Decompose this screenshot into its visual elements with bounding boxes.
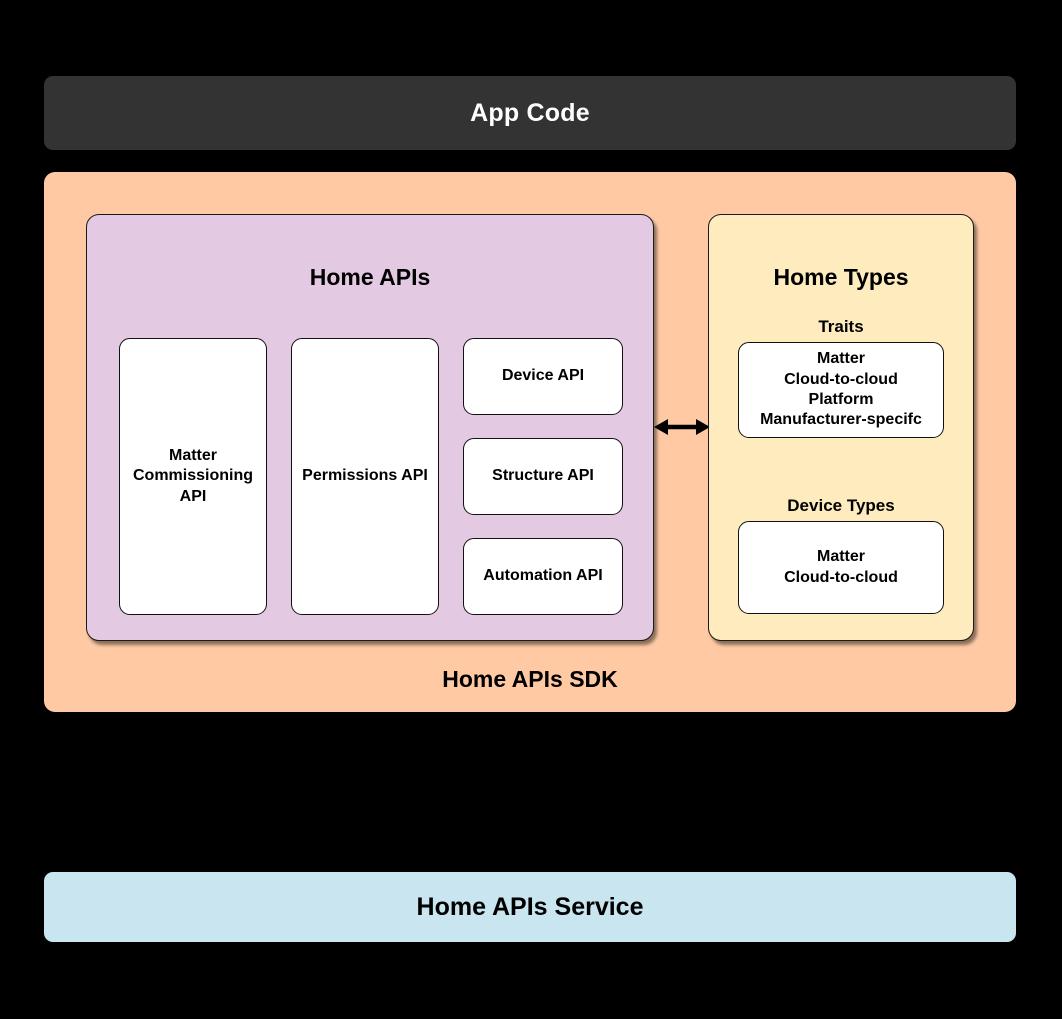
traits-heading: Traits xyxy=(818,317,864,336)
box-permissions-api: Permissions API xyxy=(291,338,439,615)
home-apis-panel: Home APIs Matter Commissioning API Permi… xyxy=(86,214,654,641)
device-types-heading: Device Types xyxy=(787,496,895,515)
box-structure-api-label: Structure API xyxy=(492,467,594,485)
box-device-api: Device API xyxy=(463,338,623,415)
box-traits: Matter Cloud-to-cloud Platform Manufactu… xyxy=(738,342,944,438)
home-apis-title: Home APIs xyxy=(309,264,431,290)
app-code-block: App Code xyxy=(44,76,1016,150)
box-device-types: Matter Cloud-to-cloud xyxy=(738,521,944,614)
app-code-label: App Code xyxy=(470,98,590,127)
box-automation-api-label: Automation API xyxy=(483,567,603,585)
home-apis-service-block: Home APIs Service xyxy=(44,872,1016,942)
box-device-api-label: Device API xyxy=(501,367,585,385)
double-headed-arrow-icon xyxy=(654,419,710,435)
home-apis-sdk-label: Home APIs SDK xyxy=(442,666,618,692)
box-matter-commissioning-api: Matter Commissioning API xyxy=(119,338,267,615)
box-permissions-api-label: Permissions API xyxy=(302,467,428,485)
home-types-panel: Home Types Traits Matter Cloud-to-cloud … xyxy=(708,214,974,641)
home-apis-service-label: Home APIs Service xyxy=(416,892,644,921)
home-apis-sdk-container: Home APIs Matter Commissioning API Permi… xyxy=(44,172,1016,712)
box-automation-api: Automation API xyxy=(463,538,623,615)
box-matter-commissioning-api-label: Matter Commissioning API xyxy=(132,447,253,505)
box-device-types-label: Matter Cloud-to-cloud xyxy=(784,548,898,586)
home-types-title: Home Types xyxy=(773,264,909,290)
box-traits-label: Matter Cloud-to-cloud Platform Manufactu… xyxy=(760,350,922,429)
box-structure-api: Structure API xyxy=(463,438,623,515)
